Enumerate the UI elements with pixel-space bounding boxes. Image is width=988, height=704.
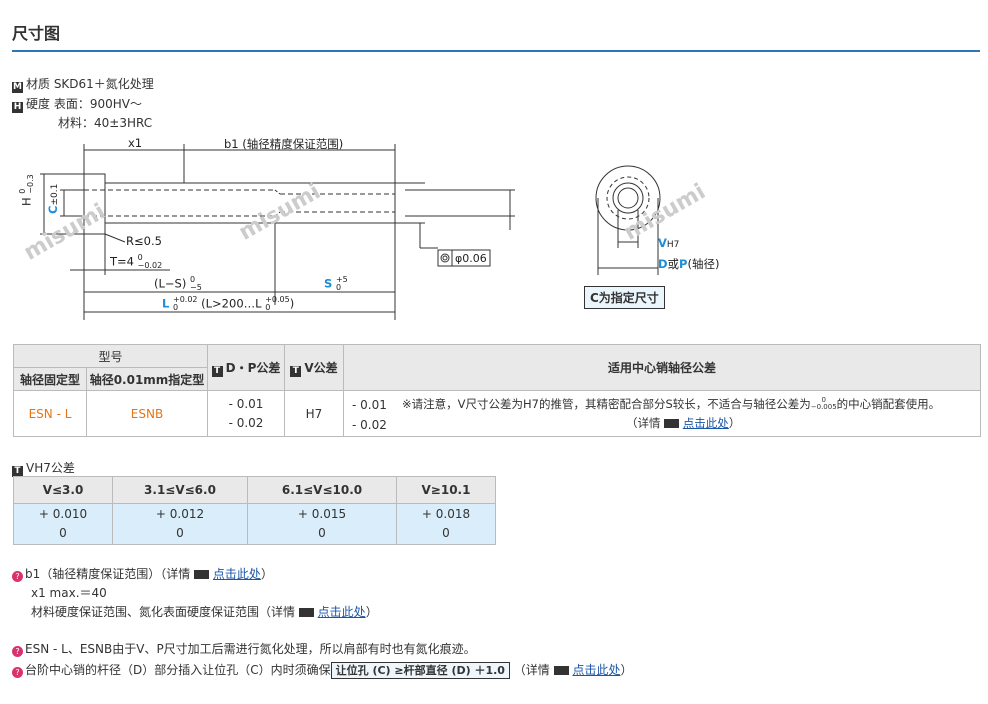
note-esn: ?ESN - L、ESNB由于V、P尺寸加工后需进行氮化处理，所以肩部有时也有氮…	[12, 640, 476, 657]
detail-link-1[interactable]: 点击此处	[682, 415, 729, 430]
b1-label: b1 (轴径精度保证范围)	[224, 137, 344, 151]
h-tol-bot: −0.3	[26, 174, 35, 194]
material-badge-icon: M	[12, 82, 23, 93]
detail-link-step[interactable]: 点击此处	[572, 663, 621, 677]
c-specified-box: C为指定尺寸	[584, 286, 665, 309]
s-tol-bot: 0	[335, 283, 342, 292]
s-tol-top: +5	[335, 275, 348, 284]
v-sub: H7	[666, 240, 680, 250]
dp-suffix: (轴径)	[687, 257, 720, 271]
v-badge-icon: T	[290, 365, 302, 377]
detail-arrow-icon	[664, 418, 680, 428]
h-dimension: H 0 −0.3	[18, 174, 35, 206]
h-label: H	[19, 197, 34, 206]
vh7-header-2: 6.1≤V≤10.0	[247, 476, 397, 504]
detail-arrow-icon	[194, 570, 210, 579]
apply-tolerance: - 0.01- 0.02 ※请注意，V尺寸公差为H7的推管，其精密配合部分S较长…	[343, 390, 981, 437]
dimension-drawing	[40, 144, 661, 320]
title-divider	[12, 50, 980, 52]
spec-model: ESNB	[86, 390, 208, 437]
dp-tolerance: - 0.01- 0.02	[207, 390, 285, 437]
hardness-badge-icon: H	[12, 102, 23, 113]
vh7-header-0: V≤3.0	[13, 476, 113, 504]
l-tol-bot: 0	[172, 303, 179, 312]
pin-icon: ?	[12, 667, 23, 678]
l-label: L	[162, 296, 170, 311]
t-tol-top: 0	[137, 253, 143, 262]
l-range-tol-top: +0.05	[265, 295, 290, 304]
s-dimension: S +5 0	[324, 276, 348, 292]
s-label: S	[324, 276, 333, 291]
apply-header: 适用中心销轴径公差	[343, 344, 981, 391]
page-title: 尺寸图	[12, 24, 61, 43]
clearance-box: 让位孔 (C) ≥杆部直径 (D) ＋1.0	[330, 662, 510, 679]
hardness-material: 材料：40±3HRC	[58, 116, 153, 130]
ls-label: (L−S)	[154, 276, 187, 291]
detail-link-hardness[interactable]: 点击此处	[317, 605, 366, 619]
l-range: (L>200…L	[201, 296, 262, 311]
x1-label: x1	[128, 136, 143, 150]
c-tol: ±0.1	[50, 183, 60, 206]
dp-or: 或	[667, 257, 680, 271]
v-tolerance: H7	[284, 390, 344, 437]
fixed-model: ESN - L	[13, 390, 87, 437]
concentricity-value: φ0.06	[455, 252, 487, 265]
v-label: V	[658, 236, 667, 250]
v-dimension: VH7	[658, 236, 679, 250]
ls-dimension: (L−S) 0 −5	[154, 276, 202, 292]
l-tol-top: +0.02	[172, 295, 198, 304]
ls-tol-bot: −5	[189, 283, 202, 292]
model-header: 型号	[13, 344, 208, 368]
t-tol-bot: −0.02	[137, 261, 163, 270]
pin-icon: ?	[12, 571, 23, 582]
t-label: T=4	[110, 254, 134, 269]
hardness-text: 硬度 表面：900HV～	[26, 97, 142, 111]
l-range-tol-bot: 0	[265, 303, 271, 312]
vh7-header-1: 3.1≤V≤6.0	[112, 476, 248, 504]
vh7-header-3: V≥10.1	[396, 476, 496, 504]
note-x1: x1 max.＝40	[31, 586, 107, 600]
dp-label-p: P	[679, 257, 688, 271]
note-hardness: 材料硬度保证范围、氮化表面硬度保证范围（详情 点击此处）	[31, 605, 378, 619]
ls-tol-top: 0	[189, 275, 196, 284]
dp-label-d: D	[658, 257, 668, 271]
l-dimension: L +0.02 0 (L>200…L +0.05 0 )	[162, 295, 295, 312]
r-label: R≤0.5	[126, 234, 162, 248]
pin-icon: ?	[12, 646, 23, 657]
note-b1: ?b1（轴径精度保证范围）（详情 点击此处）	[12, 565, 273, 582]
dp-dimension: D或P(轴径)	[658, 256, 719, 272]
detail-link-b1[interactable]: 点击此处	[212, 567, 261, 581]
dp-badge-icon: T	[211, 365, 223, 377]
detail-arrow-icon	[298, 608, 314, 617]
material-text: 材质 SKD61＋氮化处理	[26, 77, 154, 91]
t-dimension: T=4 0 −0.02	[110, 254, 162, 270]
fixed-type-header: 轴径固定型	[13, 367, 87, 391]
spec-type-header: 轴径0.01mm指定型	[86, 367, 208, 391]
note-step: ?台阶中心销的杆径（D）部分插入让位孔（C）内时须确保让位孔 (C) ≥杆部直径…	[12, 661, 633, 679]
vh7-table: V≤3.0 3.1≤V≤6.0 6.1≤V≤10.0 V≥10.1 + 0.01…	[13, 476, 496, 545]
c-dimension: C±0.1	[46, 184, 60, 214]
shaft-outline	[104, 182, 396, 224]
apply-note: ※请注意，V尺寸公差为H7的推管，其精密配合部分S较长，不适合与轴径公差为	[402, 396, 811, 411]
c-label: C	[46, 205, 60, 214]
detail-arrow-icon	[553, 666, 569, 675]
vh7-badge-icon: T	[12, 466, 23, 477]
